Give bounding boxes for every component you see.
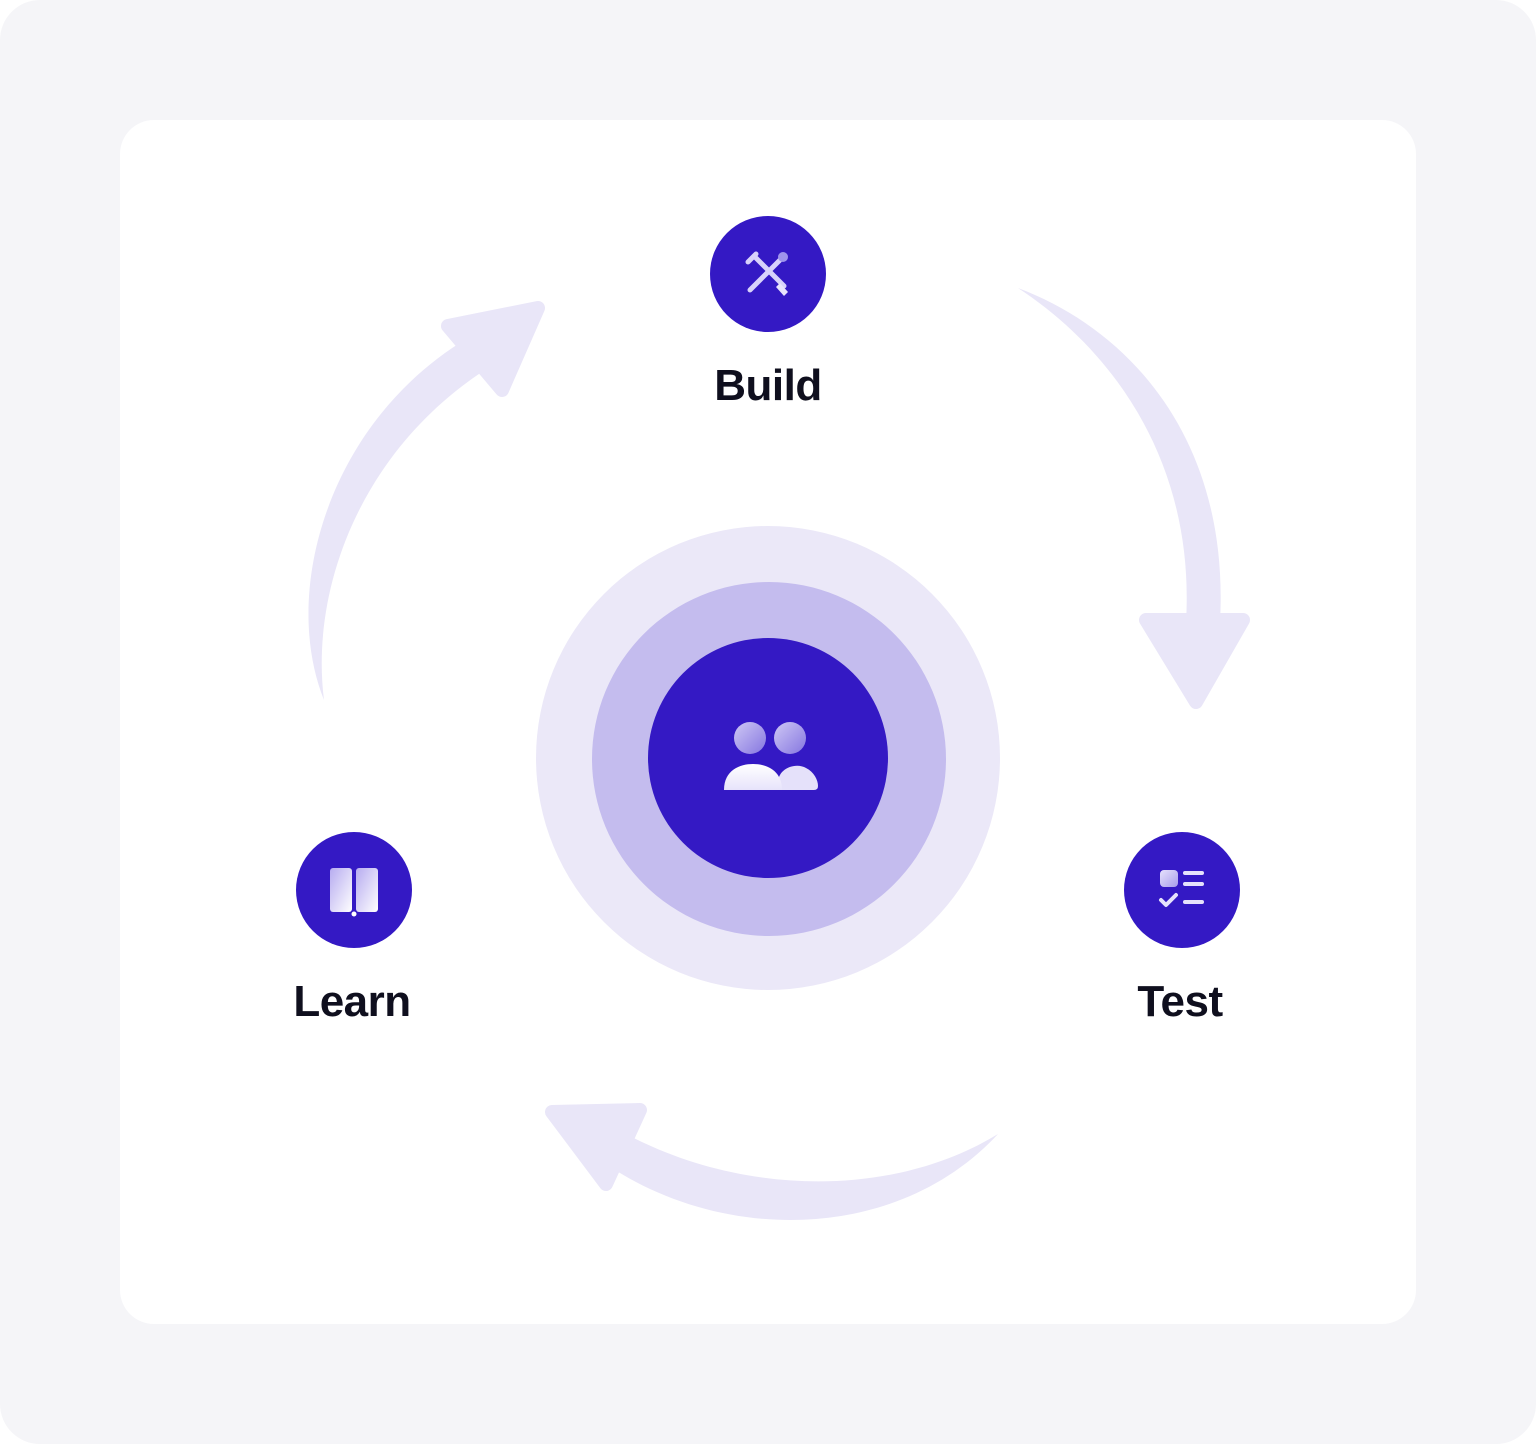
arrow-learn-to-build-head xyxy=(441,301,545,397)
arrow-test-to-learn xyxy=(545,1103,998,1220)
step-build-node xyxy=(710,216,826,332)
arrow-build-to-test xyxy=(1018,288,1250,709)
hub-center xyxy=(648,638,888,878)
book-icon xyxy=(330,868,378,917)
arrow-learn-to-build-shaft xyxy=(308,338,488,700)
users-icon xyxy=(724,722,818,790)
step-build-label: Build xyxy=(714,361,822,410)
checklist-icon xyxy=(1159,870,1204,907)
step-learn-label: Learn xyxy=(293,977,411,1026)
arrow-build-to-test-head xyxy=(1139,613,1250,709)
tools-icon xyxy=(745,251,788,296)
arrow-learn-to-build xyxy=(308,301,545,700)
step-learn-node xyxy=(296,832,412,948)
arrow-build-to-test-shaft xyxy=(1018,288,1221,622)
step-test-node xyxy=(1124,832,1240,948)
arrow-test-to-learn-shaft xyxy=(612,1134,998,1220)
step-test-label: Test xyxy=(1137,977,1223,1026)
arrow-test-to-learn-head xyxy=(545,1103,647,1191)
